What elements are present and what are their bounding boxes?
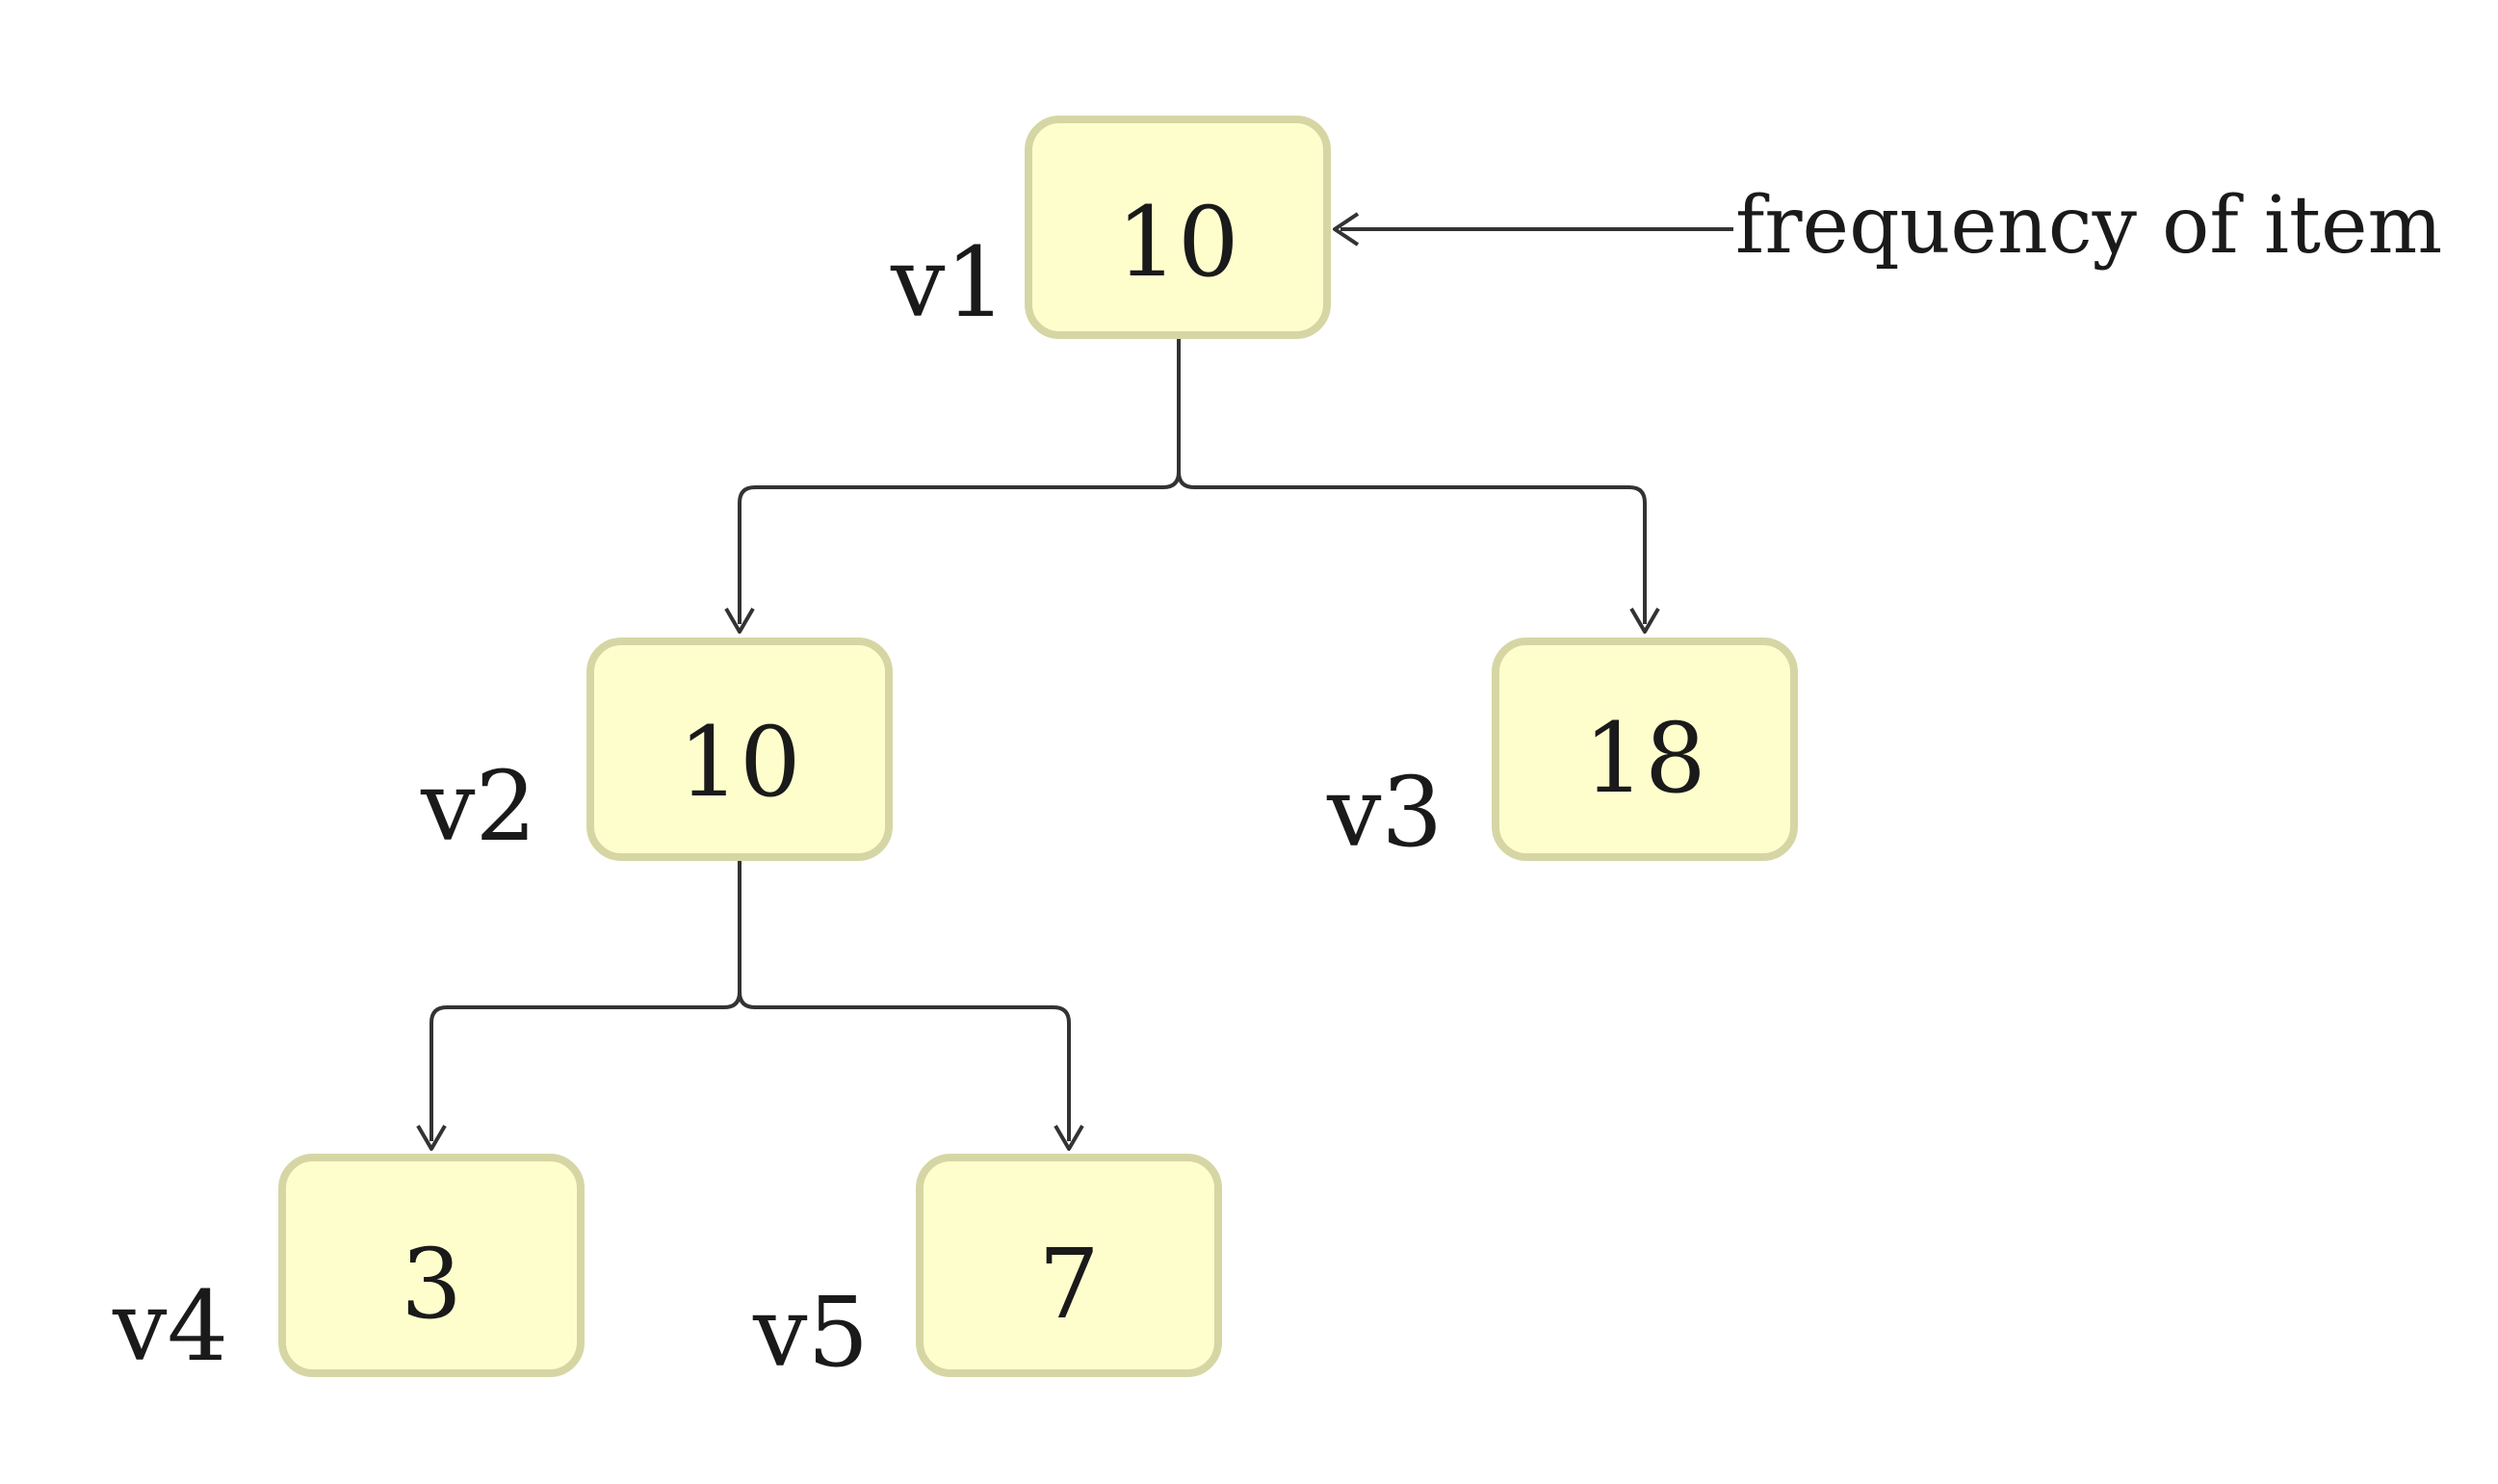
edge-v1-v3 xyxy=(1177,339,1647,624)
node-box-v4 xyxy=(278,1154,585,1377)
node-label-v3: v3 xyxy=(1326,756,1443,869)
node-label-v2: v2 xyxy=(420,750,536,863)
edges xyxy=(416,212,1733,1151)
annotation-label: frequency of item xyxy=(1735,180,2442,272)
arrowhead-v2 xyxy=(724,607,755,634)
tree-node-v4: 3 v4 xyxy=(112,1154,585,1383)
arrowhead-v5 xyxy=(1054,1124,1084,1151)
edge-v1-v2 xyxy=(738,339,1181,624)
tree-node-v3: 18 v3 xyxy=(1326,638,1798,869)
node-box-v1 xyxy=(1025,116,1331,339)
node-box-v5 xyxy=(916,1154,1222,1377)
node-label-v4: v4 xyxy=(112,1270,228,1383)
node-value-v1: 10 xyxy=(1116,186,1238,299)
tree-node-v2: 10 v2 xyxy=(420,638,893,863)
tree-node-v1: 10 v1 xyxy=(890,116,1331,339)
node-box-v3 xyxy=(1492,638,1798,861)
node-value-v3: 18 xyxy=(1583,702,1705,815)
node-label-v1: v1 xyxy=(890,226,1006,339)
node-label-v5: v5 xyxy=(752,1276,869,1389)
node-value-v4: 3 xyxy=(401,1228,462,1341)
node-value-v5: 7 xyxy=(1038,1228,1100,1341)
node-box-v2 xyxy=(586,638,893,861)
annotation-arrowhead xyxy=(1333,212,1360,247)
arrowhead-v4 xyxy=(416,1124,447,1151)
edge-v2-v4 xyxy=(429,861,742,1141)
tree-node-v5: 7 v5 xyxy=(752,1154,1222,1389)
node-value-v2: 10 xyxy=(678,706,800,819)
edge-v2-v5 xyxy=(738,861,1071,1141)
arrowhead-v3 xyxy=(1629,607,1660,634)
